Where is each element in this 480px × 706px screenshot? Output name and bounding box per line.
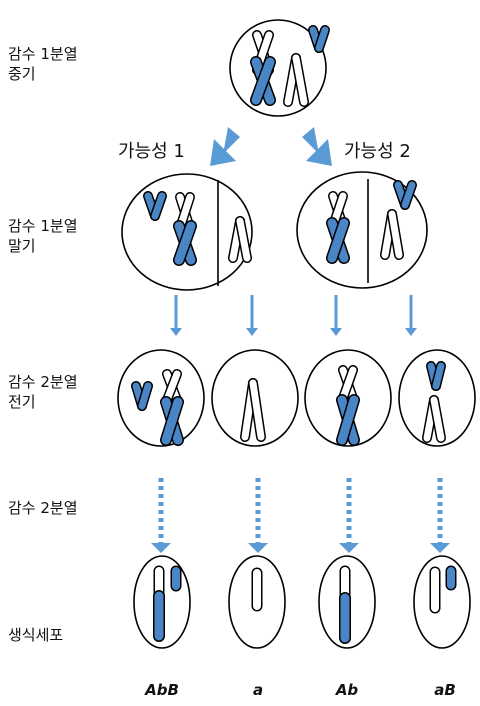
cell-gamete-1	[133, 555, 191, 649]
cell-telophase-1-right	[296, 171, 428, 289]
cell-prophase-2-2	[211, 349, 299, 447]
gamete-label-a: a	[252, 681, 264, 699]
cell-gamete-3	[318, 555, 376, 649]
arrow-pro-to-gamete-1-head	[151, 543, 171, 553]
possibility-1-label: 가능성 1	[118, 141, 185, 162]
cell-gamete-2	[228, 555, 286, 649]
cell-gamete-4	[413, 555, 471, 649]
gamete-label-abb: AbB	[145, 681, 179, 699]
pro2-1-x-white-chromatid-b	[163, 370, 181, 404]
meta1-v-blue-chromatid-b	[315, 26, 329, 52]
stage-label-prophase-2: 감수 2분열 전기	[8, 373, 78, 411]
cell-prophase-2-1	[117, 349, 205, 447]
arrow-telo-to-pro-4-head	[405, 328, 417, 336]
pro2-3-x-white-chromatid-b	[339, 366, 357, 402]
arrow-possibility-2	[302, 127, 332, 166]
telo1-right-x-blue-chromatid-b	[327, 218, 349, 263]
pro2-1-v-blue-chromatid-b	[138, 382, 152, 410]
telo1-right-lambda-white-chromatid-b	[388, 210, 403, 259]
cell-prophase-2-3	[304, 349, 392, 447]
arrow-telo-to-pro-3-head	[330, 328, 342, 336]
arrow-telo-to-pro-1-head	[170, 328, 182, 336]
telo1-left-lambda-white-chromatid-b	[236, 217, 251, 262]
pro2-1-x-blue-chromatid-b	[161, 397, 183, 445]
arrow-pro-to-gamete-4-head	[430, 543, 450, 553]
stage-label-metaphase-1: 감수 1분열 중기	[8, 45, 78, 83]
cell-prophase-2-4	[398, 349, 476, 447]
stage-label-meiosis-2: 감수 2분열	[8, 499, 78, 517]
meta1-x-bottom-blue-chromatid-b	[251, 57, 275, 105]
cell-metaphase-1	[229, 19, 327, 117]
telo1-left-v-blue-chromatid-b	[151, 192, 166, 220]
arrow-telo-to-pro-2-head	[246, 328, 258, 336]
pro2-2-lambda-white-chromatid-b	[249, 379, 265, 441]
gamete-label-ab-2: aB	[434, 681, 456, 699]
stage-label-telophase-1: 감수 1분열 말기	[8, 217, 78, 255]
stage-label-gamete: 생식세포	[8, 626, 64, 644]
meta1-lambda-white-chromatid-b	[292, 54, 308, 106]
pro2-3-x-blue-chromatid-b	[337, 395, 359, 445]
arrow-pro-to-gamete-2-head	[248, 543, 268, 553]
arrow-pro-to-gamete-3-head	[339, 543, 359, 553]
pro2-4-v-blue-chromatid-b	[432, 362, 445, 390]
possibility-2-label: 가능성 2	[344, 141, 411, 162]
pro2-4-lambda-white-chromatid-b	[430, 396, 445, 442]
telo1-right-v-blue-chromatid-b	[401, 181, 416, 209]
arrow-possibility-1	[210, 127, 240, 166]
gamete-label-ab: Ab	[335, 681, 359, 699]
telo1-left-x-blue-chromatid-b	[174, 221, 196, 265]
cell-telophase-1-left	[121, 173, 253, 291]
